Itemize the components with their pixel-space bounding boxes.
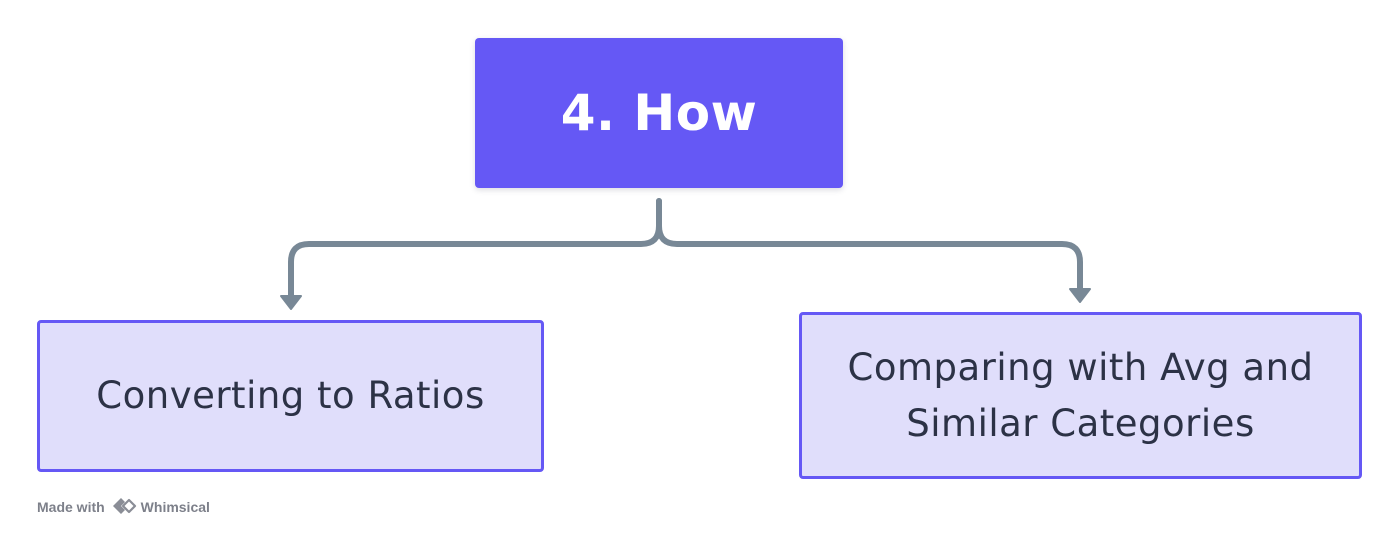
root-node-label: 4. How <box>560 84 758 142</box>
watermark-prefix: Made with <box>37 499 105 515</box>
child-node-label: Comparing with Avg and Similar Categorie… <box>847 345 1314 445</box>
child-node-converting-to-ratios[interactable]: Converting to Ratios <box>37 320 544 472</box>
root-node[interactable]: 4. How <box>475 38 843 188</box>
made-with-whimsical-badge[interactable]: Made with Whimsical <box>37 496 210 518</box>
connector-branch <box>288 198 662 299</box>
watermark-brand: Whimsical <box>140 499 210 515</box>
child-node-label: Converting to Ratios <box>96 374 485 417</box>
whimsical-logo-icon <box>111 496 137 519</box>
connector-branch <box>656 198 1083 293</box>
arrowhead-right <box>1069 288 1091 303</box>
arrowhead-left <box>280 295 302 310</box>
child-node-comparing-with-avg[interactable]: Comparing with Avg and Similar Categorie… <box>799 312 1362 479</box>
